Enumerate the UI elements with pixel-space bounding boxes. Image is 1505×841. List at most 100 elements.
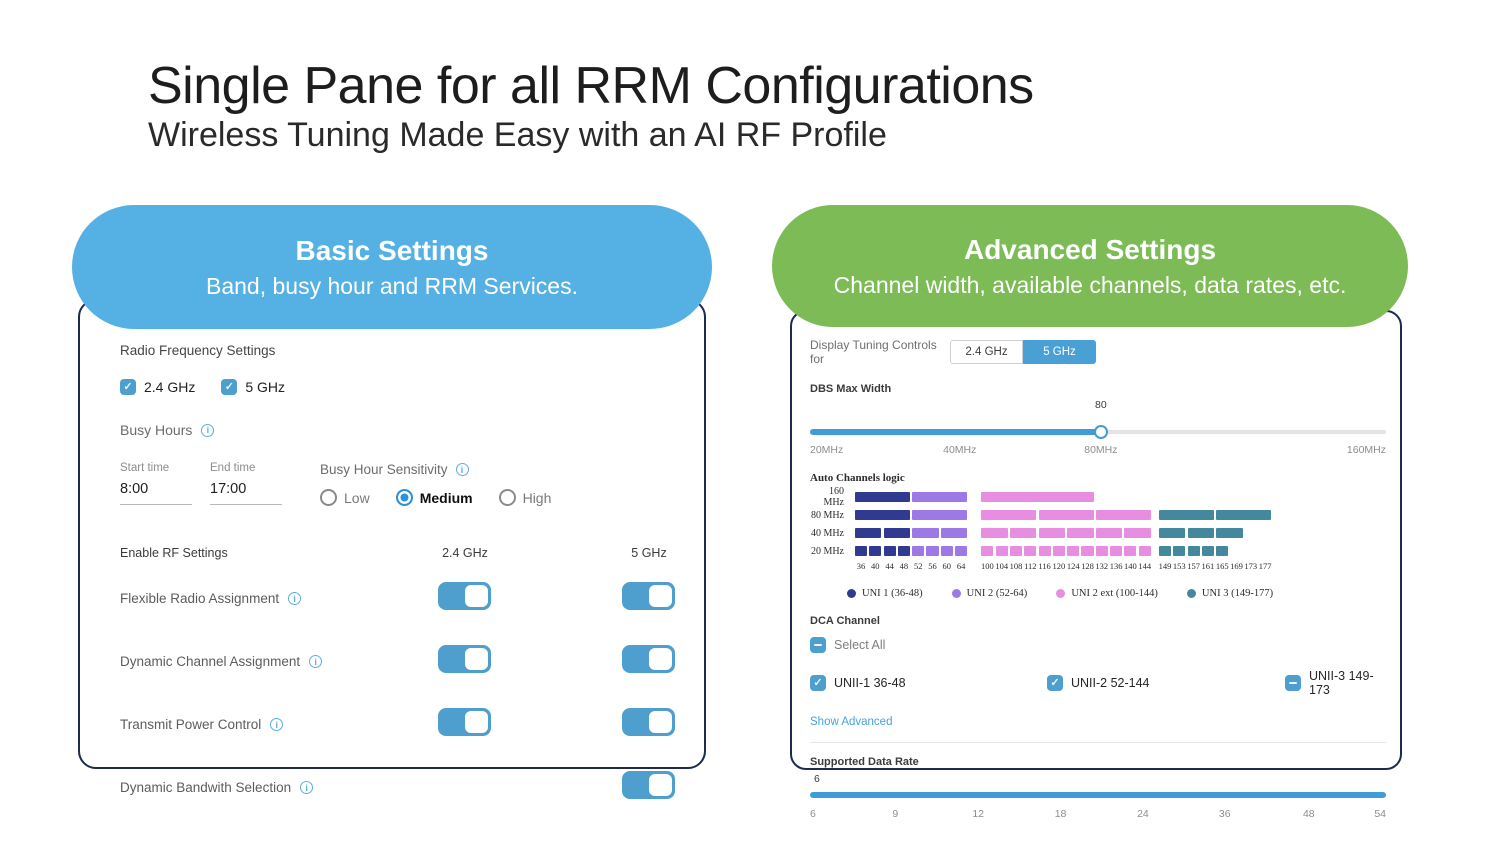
column-header-5ghz: 5 GHz <box>631 546 667 560</box>
checkbox-icon[interactable] <box>1285 675 1301 691</box>
channel-segment-uni3 <box>1187 528 1214 538</box>
chart-row-80mhz: 80 MHz <box>810 509 1386 521</box>
channel-segment-uni1 <box>883 528 910 538</box>
chart-row-label: 80 MHz <box>810 509 844 521</box>
checkbox-icon[interactable]: ✓ <box>810 675 826 691</box>
tab-5ghz[interactable]: 5 GHz <box>1023 340 1096 364</box>
channel-segment-uni2ext <box>981 492 1094 502</box>
chart-row-label: 40 MHz <box>810 527 844 539</box>
chart-tick-label: 36 <box>856 561 866 571</box>
info-icon[interactable]: i <box>270 718 284 731</box>
dbs-slider-thumb[interactable] <box>1093 425 1108 439</box>
dca-checkbox-unii-2[interactable]: ✓UNII-2 52-144 <box>1047 669 1285 697</box>
channel-segment-uni2ext <box>1052 546 1065 556</box>
channel-segment-uni3 <box>1158 528 1186 538</box>
toggle-24ghz[interactable] <box>438 582 491 610</box>
dca-checkbox-label: UNII-1 36-48 <box>834 676 906 690</box>
sensitivity-option-label: Medium <box>419 489 473 506</box>
end-time-label: End time <box>210 462 256 474</box>
end-time-input[interactable]: 17:00 <box>210 481 282 505</box>
toggle-24ghz[interactable] <box>438 645 491 673</box>
toggle-5ghz[interactable] <box>622 645 675 673</box>
checkbox-icon[interactable]: ✓ <box>1047 675 1063 691</box>
channel-segment-uni2ext <box>1095 528 1123 538</box>
dca-checkbox-unii-3[interactable]: UNII-3 149-173 <box>1285 669 1386 697</box>
toggle-24ghz[interactable] <box>438 708 491 736</box>
start-time-input[interactable]: 8:00 <box>120 481 192 505</box>
info-icon[interactable]: i <box>309 655 323 668</box>
checkbox-icon[interactable]: ✓ <box>120 379 136 395</box>
chart-legend: UNI 1 (36-48) UNI 2 (52-64) UNI 2 ext (100… <box>847 588 1386 599</box>
chart-row-40mhz: 40 MHz <box>810 527 1386 539</box>
tab-24ghz[interactable]: 2.4 GHz <box>950 340 1023 364</box>
info-icon[interactable]: i <box>455 463 469 476</box>
chart-tick-label: 140 <box>1124 561 1137 571</box>
radio-icon[interactable] <box>320 489 337 506</box>
chart-tick-label: 149 <box>1158 561 1172 571</box>
info-icon[interactable]: i <box>288 592 302 605</box>
checkbox-icon[interactable]: ✓ <box>221 379 238 395</box>
channel-segment-uni2ext <box>1124 528 1151 538</box>
channel-segment-uni2ext <box>1009 528 1037 538</box>
chart-tick-label: 52 <box>913 561 923 571</box>
show-advanced-link[interactable]: Show Advanced <box>810 716 893 728</box>
select-all-checkbox[interactable]: Select All <box>810 637 1386 653</box>
info-icon[interactable]: i <box>300 781 314 794</box>
band-checkbox-label: 2.4 GHz <box>144 379 196 395</box>
toggle-5ghz[interactable] <box>622 771 675 799</box>
band-checkbox-24ghz[interactable]: ✓ 2.4 GHz <box>120 379 195 395</box>
data-rate-tick-label: 54 <box>1374 808 1386 820</box>
channel-segment-uni3 <box>1216 546 1229 556</box>
slider-track[interactable] <box>810 792 1386 798</box>
legend-dot <box>951 589 961 598</box>
chart-tick-label: 40 <box>871 561 880 571</box>
data-rate-tick-label: 12 <box>972 808 985 820</box>
toggle-5ghz[interactable] <box>622 708 675 736</box>
select-all-label: Select All <box>834 638 886 652</box>
chart-tick-label: 144 <box>1138 561 1152 571</box>
dbs-max-width-slider <box>810 425 1386 439</box>
toggle-knob <box>465 648 488 670</box>
radio-icon[interactable] <box>395 489 413 506</box>
legend-label: UNI 3 (149-177) <box>1201 588 1274 599</box>
channel-segment-uni1 <box>869 546 882 556</box>
basic-settings-card: Radio Frequency Settings ✓2.4 GHz✓5 GHz … <box>78 299 706 799</box>
toggle-5ghz[interactable] <box>622 582 675 610</box>
enable-rf-settings-label: Enable RF Settings <box>120 546 228 560</box>
legend-dot <box>1056 589 1066 598</box>
sensitivity-option-medium[interactable]: Medium <box>395 489 473 506</box>
channel-segment-uni1 <box>897 546 910 556</box>
dca-checkbox-unii-1[interactable]: ✓ UNII-1 36-48 <box>810 669 1047 697</box>
legend-item: UNI 1 (36-48) <box>847 588 923 599</box>
slider-fill <box>810 429 1101 435</box>
data-rate-tick-label: 36 <box>1218 808 1231 820</box>
toggle-knob <box>649 711 672 733</box>
rf-setting-name: Flexible Radio Assignment <box>120 591 280 606</box>
legend-label: UNI 1 (36-48) <box>862 588 923 599</box>
start-time-label: Start time <box>120 462 170 474</box>
select-all-checkbox-icon[interactable] <box>810 637 826 653</box>
info-icon[interactable]: i <box>201 423 215 437</box>
chart-tick-label: 128 <box>1081 561 1094 571</box>
chart-tick-label: 157 <box>1187 561 1200 571</box>
radio-icon[interactable] <box>498 489 516 506</box>
supported-data-rate-label: Supported Data Rate <box>810 756 919 768</box>
dbs-tick-label: 20MHz <box>810 444 844 456</box>
data-rate-tick-label: 9 <box>892 808 899 820</box>
legend-item: UNI 2 ext (100-144) <box>1056 588 1158 599</box>
dca-channel-label: DCA Channel <box>810 615 880 627</box>
advanced-settings-subtitle: Channel width, available channels, data … <box>833 271 1347 298</box>
legend-label: UNI 2 (52-64) <box>966 588 1028 599</box>
enable-rf-settings-table: Enable RF Settings 2.4 GHz 5 GHz Flexibl… <box>120 546 675 816</box>
page-subtitle: Wireless Tuning Made Easy with an AI RF … <box>148 116 887 154</box>
channel-segment-uni2ext <box>1067 546 1080 556</box>
sensitivity-option-low[interactable]: Low <box>320 489 370 506</box>
chart-row-label: 160 MHz <box>823 486 844 508</box>
band-checkbox-5ghz[interactable]: ✓5 GHz <box>221 379 285 395</box>
sensitivity-option-high[interactable]: High <box>498 489 551 506</box>
